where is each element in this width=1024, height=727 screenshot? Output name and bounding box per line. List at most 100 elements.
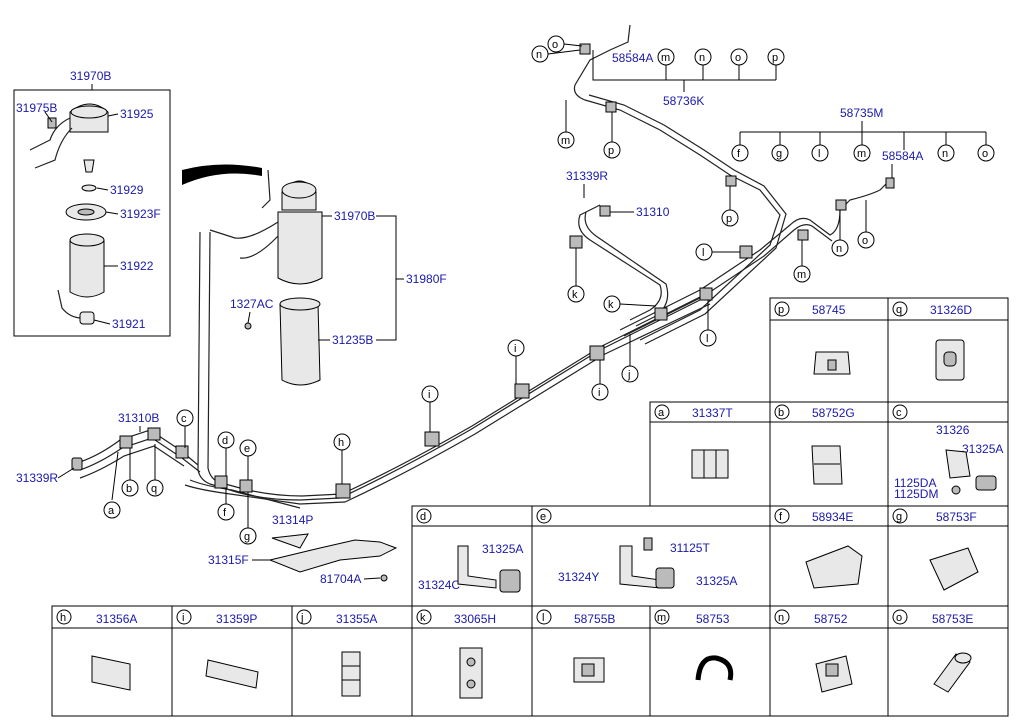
legend-f[interactable]: f 58934E xyxy=(774,508,863,589)
legend-letter: f xyxy=(779,511,783,523)
legend-letter: q xyxy=(896,304,902,316)
callout-81704A[interactable]: 81704A xyxy=(320,572,361,586)
legend-l[interactable]: l 58755B xyxy=(536,609,615,683)
callout-31975B[interactable]: 31975B xyxy=(16,101,57,115)
callout-58736K[interactable]: 58736K xyxy=(663,94,704,108)
marker-k: k xyxy=(608,299,614,311)
direction-arrow xyxy=(182,164,262,185)
marker-e: e xyxy=(244,443,250,455)
legend-letter: p xyxy=(778,304,784,316)
legend-letter: o xyxy=(896,612,902,624)
marker-m: m xyxy=(561,135,570,147)
callout-31925[interactable]: 31925 xyxy=(120,107,154,121)
legend-m[interactable]: m 58753 xyxy=(654,609,734,681)
callout-31310[interactable]: 31310 xyxy=(636,205,670,219)
legend-letter: c xyxy=(896,407,902,419)
legend-n[interactable]: n 58752 xyxy=(774,609,853,693)
legend-letter: n xyxy=(778,612,784,624)
marker-m: m xyxy=(797,269,806,281)
marker-p: p xyxy=(726,213,732,225)
legend-letter: a xyxy=(658,407,665,419)
legend-sub: 31325A xyxy=(962,442,1003,456)
legend-sub: 31125T xyxy=(670,541,710,555)
marker-f: f xyxy=(737,148,741,160)
marker-p: p xyxy=(772,52,778,64)
legend-part: 31326 xyxy=(936,423,970,437)
legend-letter: d xyxy=(420,511,426,523)
marker-c: c xyxy=(181,413,187,425)
callout-31339R-mid[interactable]: 31339R xyxy=(566,169,608,183)
marker-f: f xyxy=(223,507,227,519)
legend-b[interactable]: b 58752G xyxy=(774,404,855,485)
callout-58584A-right[interactable]: 58584A xyxy=(882,149,923,163)
legend-sub: 1125DA xyxy=(894,476,936,490)
callout-31922[interactable]: 31922 xyxy=(120,259,154,273)
legend-part: 58752G xyxy=(812,406,855,420)
callout-1327AC[interactable]: 1327AC xyxy=(230,297,274,311)
callout-31310B[interactable]: 31310B xyxy=(118,411,159,425)
callout-31970B-main[interactable]: 31970B xyxy=(334,209,375,223)
legend-q[interactable]: q 31326D xyxy=(892,301,972,381)
callout-58735M[interactable]: 58735M xyxy=(840,106,883,120)
marker-n: n xyxy=(942,148,948,160)
legend-letter: i xyxy=(182,612,184,624)
marker-a: a xyxy=(108,505,115,517)
marker-d: d xyxy=(222,435,228,447)
legend-letter: b xyxy=(778,407,784,419)
legend-i[interactable]: i 31359P xyxy=(176,609,259,689)
legend-part: 58753E xyxy=(932,612,973,626)
marker-q: q xyxy=(151,483,157,495)
legend-p[interactable]: p 58745 xyxy=(774,301,851,375)
legend-table xyxy=(51,297,1009,717)
marker-l: l xyxy=(702,247,704,259)
legend-e[interactable]: e 31125T 31324Y 31325A xyxy=(536,508,737,589)
legend-sub: 31324Y xyxy=(558,570,599,584)
callout-58584A-top[interactable]: 58584A xyxy=(612,51,653,65)
marker-g: g xyxy=(776,148,782,160)
callout-31339R-left[interactable]: 31339R xyxy=(16,471,58,485)
callout-31235B[interactable]: 31235B xyxy=(332,333,373,347)
marker-i: i xyxy=(428,389,430,401)
legend-letter: g xyxy=(896,511,902,523)
legend-part: 31356A xyxy=(96,612,137,626)
legend-part: 31337T xyxy=(692,406,733,420)
marker-l: l xyxy=(818,148,820,160)
marker-n: n xyxy=(536,49,542,61)
marker-i: i xyxy=(514,343,516,355)
marker-n: n xyxy=(836,243,842,255)
callout-31314P[interactable]: 31314P xyxy=(272,513,313,527)
legend-h[interactable]: h 31356A xyxy=(56,609,137,691)
legend-sub: 1125DM xyxy=(894,487,938,501)
callout-31970B-top[interactable]: 31970B xyxy=(70,69,111,83)
marker-m: m xyxy=(857,148,866,160)
legend-letter: e xyxy=(540,511,546,523)
callout-31315F[interactable]: 31315F xyxy=(208,553,249,567)
callout-31980F[interactable]: 31980F xyxy=(406,272,447,286)
marker-o: o xyxy=(862,235,868,247)
marker-o: o xyxy=(552,39,558,51)
legend-part: 31326D xyxy=(930,303,972,317)
legend-a[interactable]: a 31337T xyxy=(654,404,733,479)
legend-part: 58753 xyxy=(696,612,730,626)
marker-m: m xyxy=(661,52,670,64)
marker-g: g xyxy=(244,531,250,543)
callout-31923F[interactable]: 31923F xyxy=(120,207,161,221)
legend-part: 58934E xyxy=(812,510,853,524)
marker-h: h xyxy=(338,437,344,449)
callout-31929[interactable]: 31929 xyxy=(110,183,144,197)
legend-sub: 31324C xyxy=(418,578,460,592)
marker-i: i xyxy=(598,387,600,399)
callout-31921[interactable]: 31921 xyxy=(112,317,146,331)
legend-part: 58755B xyxy=(574,612,615,626)
legend-d[interactable]: d 31325A 31324C xyxy=(416,508,523,593)
legend-o[interactable]: o 58753E xyxy=(892,609,973,693)
filter-inset: 31970B 31975B 31925 31929 31923F 31922 3… xyxy=(13,69,171,337)
legend-j[interactable]: j 31355A xyxy=(296,609,377,697)
legend-letter: h xyxy=(60,612,66,624)
legend-k[interactable]: k 33065H xyxy=(416,609,496,699)
legend-g[interactable]: g 58753F xyxy=(892,508,979,591)
legend-c[interactable]: c 31326 31325A 1125DA 1125DM xyxy=(892,404,1003,501)
marker-p: p xyxy=(608,145,614,157)
legend-letter: l xyxy=(542,612,544,624)
